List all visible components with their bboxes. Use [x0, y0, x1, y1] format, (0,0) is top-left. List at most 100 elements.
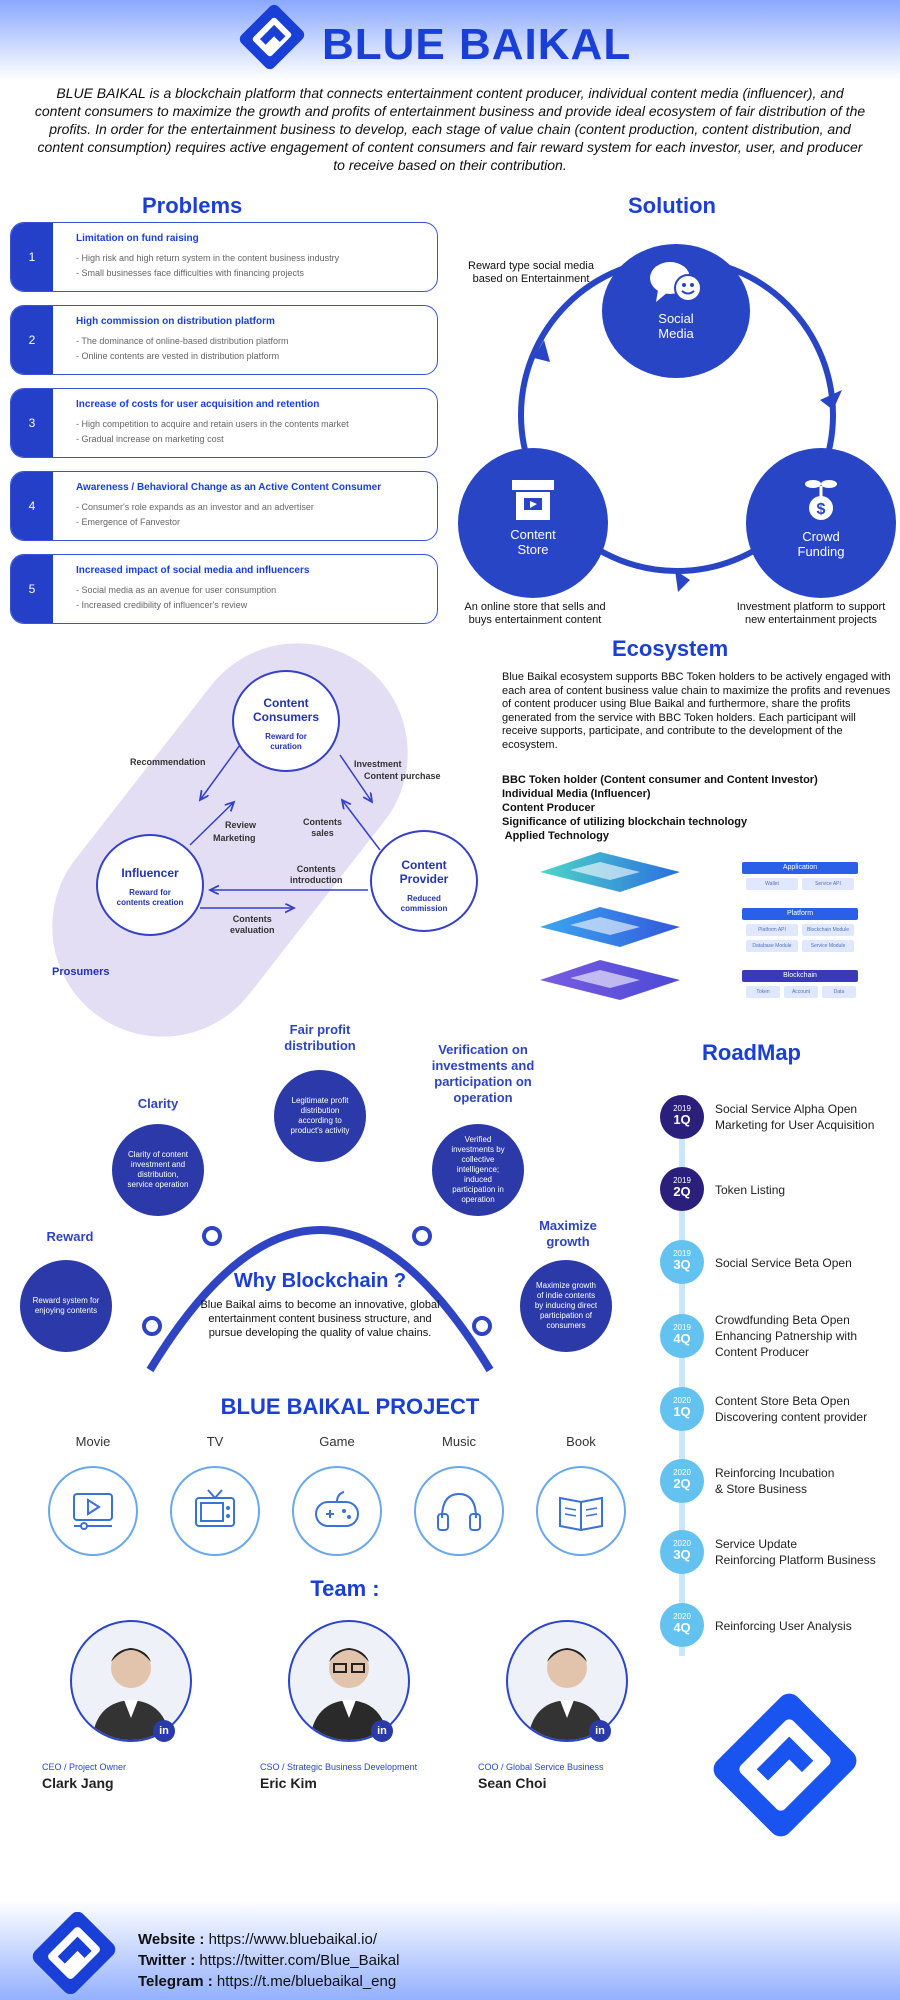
- verification-title-line: investments and: [431, 1058, 535, 1073]
- footer-logo-icon: [24, 1911, 124, 1999]
- stack-account: Account: [784, 986, 818, 998]
- stack-application: Application: [742, 862, 858, 874]
- stack-database-module: Database Module: [746, 940, 798, 952]
- content-consumers-node: Content Consumers Reward for curation: [232, 670, 340, 772]
- footer-gradient: [0, 1900, 900, 2000]
- reward-title: Reward: [46, 1229, 94, 1244]
- problem-title: Awareness / Behavioral Change as an Acti…: [76, 482, 382, 493]
- ecosystem-bold-item: Applied Technology: [502, 830, 609, 842]
- contents-introduction-label: Contents introduction: [290, 864, 343, 886]
- tv-icon: [170, 1466, 260, 1556]
- content-purchase-label: Content purchase: [364, 771, 441, 781]
- roadmap-year: 2019: [673, 1176, 691, 1185]
- prosumers-label: Prosumers: [52, 966, 110, 978]
- avatar: [506, 1620, 628, 1742]
- book-icon: [536, 1466, 626, 1556]
- contents-evaluation-label: Contents evaluation: [230, 914, 275, 936]
- roadmap-year: 2020: [673, 1396, 691, 1405]
- store-label-2: Store: [517, 542, 549, 557]
- clarity-title: Clarity: [137, 1096, 179, 1111]
- roadmap-line: Social Service Beta Open: [715, 1256, 852, 1270]
- maximize-title-line: growth: [546, 1234, 590, 1249]
- roadmap-quarter: 1Q: [673, 1112, 691, 1127]
- telegram-label: Telegram :: [138, 1973, 213, 1990]
- review-label: Review: [225, 820, 257, 830]
- logo-icon: [232, 2, 312, 77]
- problem-line: - Increased credibility of influencer's …: [76, 600, 248, 610]
- verification-title: Verification on investments and particip…: [418, 1042, 548, 1106]
- linkedin-icon[interactable]: in: [153, 1720, 175, 1742]
- marketing-label: Marketing: [213, 833, 256, 843]
- linkedin-icon[interactable]: in: [371, 1720, 393, 1742]
- twitter-link[interactable]: https://twitter.com/Blue_Baikal: [195, 1952, 400, 1969]
- stack-platform-api: Platform API: [746, 924, 798, 936]
- problem-line: - Gradual increase on marketing cost: [76, 434, 224, 444]
- member-name: Clark Jang: [42, 1775, 114, 1791]
- roadmap-line: Reinforcing Platform Business: [715, 1553, 876, 1567]
- problem-line: - High competition to acquire and retain…: [76, 419, 349, 429]
- roadmap-year: 2019: [673, 1249, 691, 1258]
- roadmap-quarter: 2Q: [673, 1184, 691, 1199]
- problem-number: 4: [11, 472, 53, 540]
- roadmap-line: & Store Business: [715, 1482, 808, 1496]
- why-blockchain-title: Why Blockchain ?: [233, 1270, 407, 1292]
- provider-title: Provider: [399, 872, 449, 886]
- problem-number: 3: [11, 389, 53, 457]
- problem-line: - The dominance of online-based distribu…: [76, 336, 289, 346]
- stack-blockchain-module: Blockchain Module: [802, 924, 854, 936]
- sales-line: sales: [311, 828, 334, 838]
- intro-line: Contents: [296, 864, 336, 874]
- problem-title: Limitation on fund raising: [76, 233, 199, 244]
- roadmap-line: Crowdfunding Beta Open: [715, 1313, 850, 1327]
- roadmap-line: Reinforcing User Analysis: [715, 1619, 852, 1633]
- game-controller-icon: [292, 1466, 382, 1556]
- problem-card: 3 Increase of costs for user acquisition…: [10, 388, 438, 458]
- headphones-icon: [414, 1466, 504, 1556]
- clarity-bubble: Clarity of content investment and distri…: [112, 1124, 204, 1216]
- problem-line: - Social media as an avenue for user con…: [76, 585, 277, 595]
- roadmap-title: RoadMap: [702, 1040, 801, 1065]
- problem-card: 1 Limitation on fund raising - High risk…: [10, 222, 438, 292]
- project-label-game: Game: [319, 1434, 355, 1449]
- project-label-movie: Movie: [75, 1434, 111, 1449]
- telegram-link[interactable]: https://t.me/bluebaikal_eng: [212, 1973, 397, 1990]
- why-text-line: Blue Baikal aims to become an innovative…: [200, 1299, 440, 1311]
- linkedin-icon[interactable]: in: [589, 1720, 611, 1742]
- roadmap-timeline: [679, 1096, 685, 1656]
- why-text-line: entertainment content business structure…: [208, 1313, 432, 1325]
- roadmap-item: Reinforcing User Analysis: [715, 1618, 852, 1634]
- social-label-2: Media: [658, 326, 694, 341]
- fair-profit-title: Fair profit distribution: [262, 1022, 378, 1054]
- member-name: Eric Kim: [260, 1775, 317, 1791]
- funding-caption-line: Investment platform to support: [736, 601, 886, 613]
- consumers-sub: Reward for: [265, 732, 307, 741]
- provider-sub: Reduced: [407, 894, 441, 903]
- header-gradient: [0, 0, 900, 80]
- provider-sub: commission: [400, 904, 448, 913]
- contents-sales-label: Contents sales: [303, 817, 342, 839]
- roadmap-quarter: 2Q: [673, 1476, 691, 1491]
- movie-icon: [48, 1466, 138, 1556]
- verification-title-line: operation: [453, 1090, 513, 1105]
- stack-service-api: Service API: [802, 878, 854, 890]
- roadmap-year: 2020: [673, 1468, 691, 1477]
- roadmap-line: Marketing for User Acquisition: [715, 1118, 875, 1132]
- roadmap-line: Content Store Beta Open: [715, 1394, 850, 1408]
- problems-title: Problems: [142, 193, 243, 218]
- recommendation-label: Recommendation: [130, 757, 206, 767]
- avatar: [288, 1620, 410, 1742]
- funding-caption: Investment platform to support new enter…: [726, 601, 896, 627]
- why-text-line: pursue developing the quality of value c…: [208, 1327, 432, 1339]
- member-role: COO / Global Service Business: [478, 1762, 604, 1772]
- website-link[interactable]: https://www.bluebaikal.io/: [204, 1931, 377, 1948]
- investment-label: Investment: [354, 759, 402, 769]
- roadmap-line: Discovering content provider: [715, 1410, 868, 1424]
- problem-title: Increased impact of social media and inf…: [76, 565, 310, 576]
- footer-website: Website : https://www.bluebaikal.io/: [138, 1930, 377, 1950]
- problem-number: 1: [11, 223, 53, 291]
